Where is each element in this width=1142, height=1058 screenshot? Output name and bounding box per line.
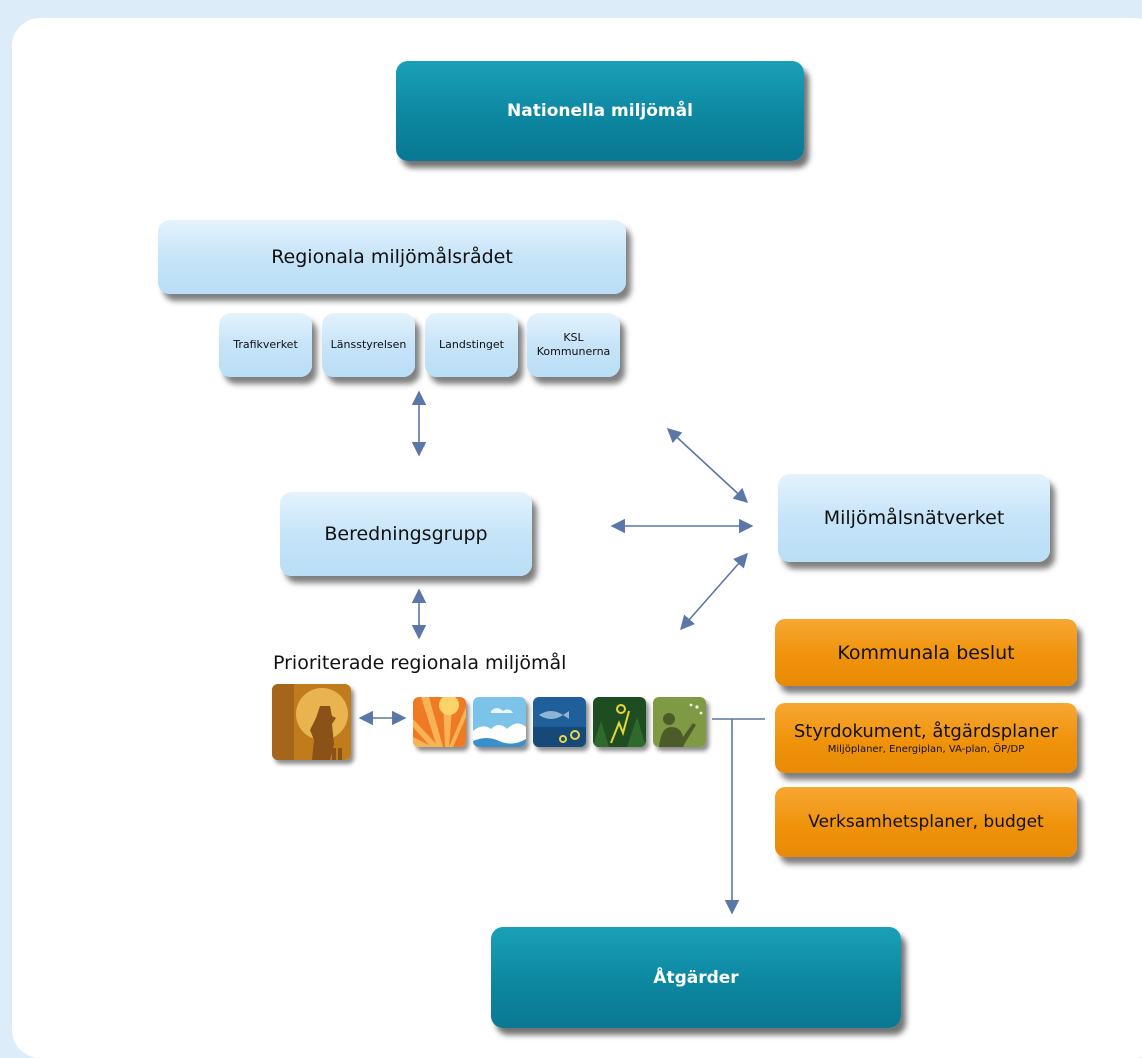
network-box: Miljömålsnätverket — [778, 474, 1050, 562]
actions-label: Åtgärder — [653, 967, 739, 988]
member-label-secondary: Kommunerna — [536, 345, 611, 358]
member-label: Länsstyrelsen — [330, 338, 407, 351]
member-box-landstinget: Landstinget — [425, 313, 518, 377]
network-label: Miljömålsnätverket — [823, 507, 1005, 529]
preparation-group-label: Beredningsgrupp — [324, 523, 488, 545]
national-goals-label: Nationella miljömål — [507, 101, 693, 121]
member-label: Trafikverket — [233, 338, 298, 351]
member-label: KSL — [563, 331, 584, 344]
municipal-decisions-box: Kommunala beslut — [775, 619, 1077, 686]
sun-icon — [413, 697, 466, 747]
member-label: Landstinget — [439, 338, 504, 351]
regional-council-label: Regionala miljömålsrådet — [271, 246, 513, 268]
person-icon — [653, 697, 706, 747]
steering-documents-title: Styrdokument, åtgärdsplaner — [793, 721, 1059, 742]
municipal-decisions-label: Kommunala beslut — [837, 641, 1015, 664]
budget-box: Verksamhetsplaner, budget — [775, 787, 1077, 857]
clouds-icon — [473, 697, 526, 747]
sea-fish-icon — [533, 697, 586, 747]
steering-documents-subtitle: Miljöplaner, Energiplan, VA-plan, ÖP/DP — [827, 744, 1025, 755]
steering-documents-box: Styrdokument, åtgärdsplaner Miljöplaner,… — [775, 703, 1077, 773]
regional-council-box: Regionala miljömålsrådet — [158, 220, 626, 294]
actions-box: Åtgärder — [491, 927, 901, 1028]
member-box-lansstyrelsen: Länsstyrelsen — [322, 313, 415, 377]
preparation-group-box: Beredningsgrupp — [280, 492, 532, 576]
national-goals-box: Nationella miljömål — [396, 61, 804, 161]
forest-icon — [593, 697, 646, 747]
god-bebyggd-miljo-icon — [272, 684, 351, 760]
budget-label: Verksamhetsplaner, budget — [808, 812, 1044, 832]
member-box-trafikverket: Trafikverket — [219, 313, 312, 377]
member-box-ksl-kommunerna: KSL Kommunerna — [527, 313, 620, 377]
priorities-title: Prioriterade regionala miljömål — [273, 652, 567, 674]
